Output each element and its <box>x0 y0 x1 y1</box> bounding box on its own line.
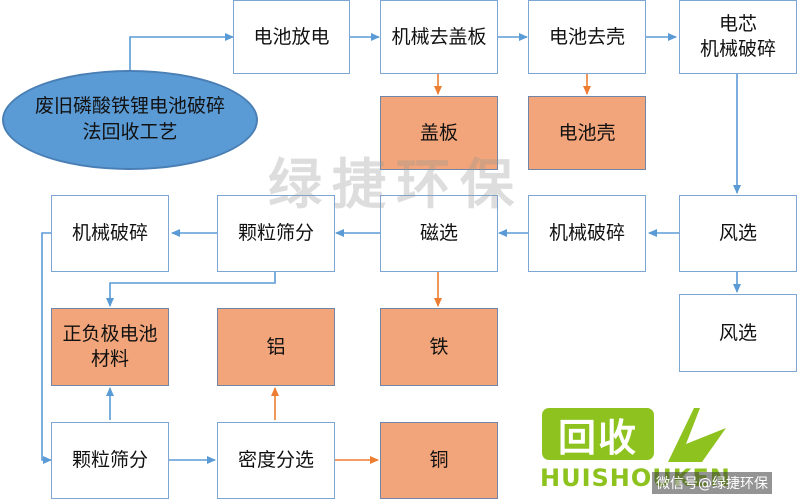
wechat-credit: 微信号@绿捷环保 <box>652 472 772 494</box>
arrow-sieve-to-electrode-material <box>106 272 276 307</box>
cell-mech-crush-box: 电芯 机械破碎 <box>679 0 797 74</box>
electrode-material-line2: 材料 <box>90 348 129 370</box>
cover-plate-box: 盖板 <box>380 96 498 170</box>
mech-crush-mid-label: 机械破碎 <box>548 222 625 245</box>
mech-cover-removal-box: 机械去盖板 <box>380 0 498 74</box>
logo-main-text: 回收 <box>542 408 654 460</box>
aluminum-label: 铝 <box>266 335 286 358</box>
electrode-material-line1: 正负极电池 <box>62 323 158 346</box>
electrode-material-box: 正负极电池 材料 <box>51 308 169 386</box>
battery-discharge-box: 电池放电 <box>233 0 350 74</box>
aluminum-box: 铝 <box>217 308 335 386</box>
cell-mech-crush-line2: 机械破碎 <box>699 38 776 60</box>
particle-sieve-bottom-label: 颗粒筛分 <box>71 449 148 472</box>
brand-logo: 回收 HUISHOUKEN 微信号@绿捷环保 <box>540 400 800 500</box>
cell-mech-crush-line1: 电芯 <box>718 13 757 36</box>
battery-shell-box: 电池壳 <box>528 96 646 170</box>
leaf-check-icon <box>668 408 726 462</box>
cover-plate-label: 盖板 <box>419 121 458 144</box>
density-separation-box: 密度分选 <box>217 422 335 499</box>
battery-shell-label: 电池壳 <box>558 121 616 144</box>
battery-shell-removal-label: 电池去壳 <box>548 25 625 48</box>
mech-cover-removal-label: 机械去盖板 <box>391 25 487 48</box>
arrow-mech-crush-left-to-bottom-sieve <box>41 232 52 464</box>
battery-discharge-label: 电池放电 <box>253 25 330 48</box>
process-title-ellipse: 废旧磷酸铁锂电池破碎法回收工艺 <box>2 70 258 170</box>
air-separation-label: 风选 <box>718 222 757 245</box>
battery-shell-removal-box: 电池去壳 <box>528 0 646 74</box>
density-separation-label: 密度分选 <box>237 449 314 472</box>
mech-crush-mid-box: 机械破碎 <box>528 195 646 272</box>
air-separation-2-box: 风选 <box>679 294 797 372</box>
magnetic-separation-box: 磁选 <box>380 195 498 272</box>
mech-crush-left-box: 机械破碎 <box>51 195 169 272</box>
iron-box: 铁 <box>380 308 498 386</box>
arrow-ellipse-to-discharge <box>129 33 234 70</box>
particle-sieve-bottom-box: 颗粒筛分 <box>51 422 169 499</box>
particle-sieve-top-box: 颗粒筛分 <box>217 195 335 272</box>
air-separation-2-label: 风选 <box>718 321 757 344</box>
magnetic-separation-label: 磁选 <box>419 222 458 245</box>
particle-sieve-top-label: 颗粒筛分 <box>237 222 314 245</box>
air-separation-box: 风选 <box>679 195 797 272</box>
process-title-text: 废旧磷酸铁锂电池破碎法回收工艺 <box>34 95 225 143</box>
copper-box: 铜 <box>380 422 498 499</box>
iron-label: 铁 <box>429 335 449 358</box>
copper-label: 铜 <box>429 449 449 472</box>
watermark-text: 绿捷环保 <box>268 153 524 216</box>
mech-crush-left-label: 机械破碎 <box>71 222 148 245</box>
